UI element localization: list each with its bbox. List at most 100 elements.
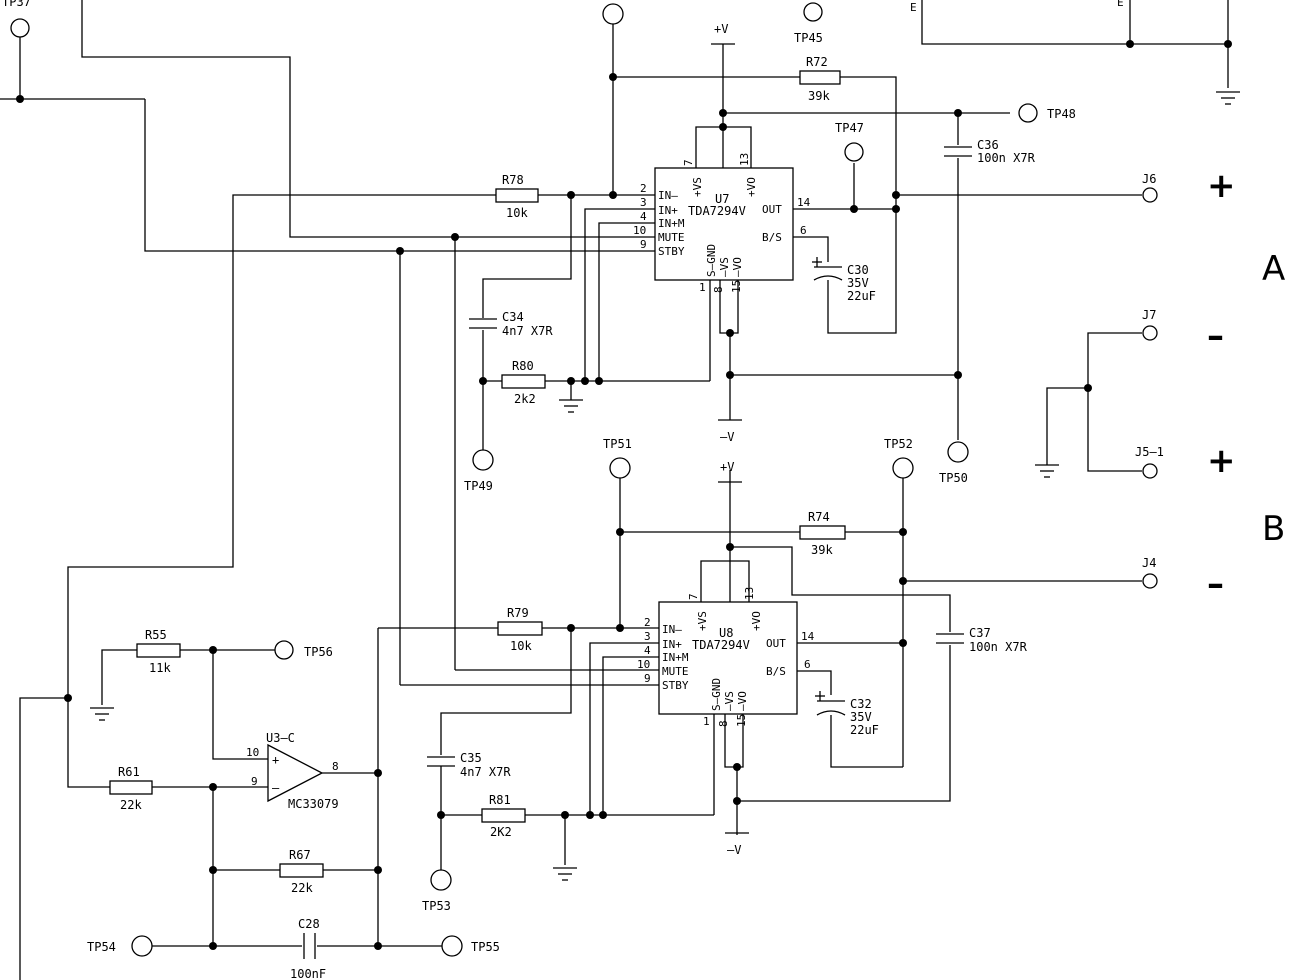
pin-label: OUT (766, 637, 786, 650)
supply-neg-b: –V (727, 843, 741, 857)
polarity-plus: + (1207, 166, 1236, 206)
test-point-label: TP54 (87, 940, 116, 954)
junction-dot (609, 191, 617, 199)
ic-u7-ref: U7 (715, 192, 729, 206)
ground-symbols (90, 91, 1240, 881)
pin-number: 9 (644, 672, 651, 685)
test-point-tp48[interactable] (1018, 103, 1038, 123)
connector-j7[interactable] (1142, 325, 1158, 341)
capacitor-value: 100nF (290, 967, 326, 980)
opamp-minus-sign: – (272, 781, 280, 795)
ic-u7: U7 TDA7294V IN– IN+ IN+M MUTE STBY OUT B… (633, 153, 811, 294)
resistor-r67: R67 22k (279, 848, 324, 895)
pin-number: 14 (797, 196, 811, 209)
capacitor-ref: C28 (298, 917, 320, 931)
junction-dot (1224, 40, 1232, 48)
connector-j4[interactable] (1142, 573, 1158, 589)
capacitor-value: 4n7 X7R (502, 324, 553, 338)
test-point-tp55[interactable] (441, 935, 463, 957)
test-point-tp52[interactable] (892, 457, 914, 479)
connector-j5-1[interactable] (1142, 463, 1158, 479)
connector-j6[interactable] (1142, 187, 1158, 203)
pin-label: STBY (662, 679, 689, 692)
capacitor-value: 100n X7R (977, 151, 1036, 165)
resistor-r55: R55 11k (136, 628, 181, 675)
polarity-minus: – (1207, 316, 1224, 356)
pin-number: 13 (738, 153, 751, 166)
ground-icon (1216, 91, 1240, 105)
ground-icon (559, 399, 583, 413)
resistor-ref: R55 (145, 628, 167, 642)
junction-dot (599, 811, 607, 819)
edge-label: E (1117, 0, 1124, 9)
capacitor-c36: C36 100n X7R (944, 138, 1036, 165)
test-point-tp53[interactable] (430, 869, 452, 891)
resistor-value: 22k (120, 798, 142, 812)
junction-dot (733, 797, 741, 805)
capacitor-ref: C36 (977, 138, 999, 152)
resistor-ref: R72 (806, 55, 828, 69)
capacitor-value: 22uF (847, 289, 876, 303)
junction-dot (719, 109, 727, 117)
junction-dot (209, 646, 217, 654)
junction-dot (899, 639, 907, 647)
test-point-label: TP52 (884, 437, 913, 451)
junction-dot (616, 528, 624, 536)
test-point-tp51[interactable] (609, 457, 631, 479)
capacitor-ref: C35 (460, 751, 482, 765)
junction-dot (899, 528, 907, 536)
test-point-tp47[interactable] (844, 142, 864, 162)
pin-number: 4 (644, 644, 651, 657)
junction-dot (726, 371, 734, 379)
junction-dot (726, 329, 734, 337)
resistor-ref: R61 (118, 765, 140, 779)
resistor-r79: R79 10k (497, 606, 543, 653)
supply-neg-a: –V (720, 430, 734, 444)
pin-number: 10 (637, 658, 650, 671)
test-point-tp37[interactable] (10, 18, 30, 38)
pin-label: +VS (691, 177, 704, 197)
pin-number: 2 (640, 182, 647, 195)
opamp-plus-sign: + (272, 753, 279, 767)
resistor-ref: R74 (808, 510, 830, 524)
junction-dot (374, 942, 382, 950)
test-point-tp46[interactable] (602, 3, 624, 25)
pin-number: 3 (640, 196, 647, 209)
resistor-value: 39k (808, 89, 830, 103)
ground-icon (90, 707, 114, 721)
test-point-tp45[interactable] (803, 2, 823, 22)
resistor-r78: R78 10k (495, 173, 539, 220)
test-point-label: TP50 (939, 471, 968, 485)
resistor-r80: R80 2k2 (501, 359, 546, 406)
junction-dot (1084, 384, 1092, 392)
pin-number: 9 (640, 238, 647, 251)
pin-number: 15 (730, 280, 743, 293)
junction-dot (892, 191, 900, 199)
connectors: J6 J7 J5–1 J4 (1135, 172, 1164, 589)
pin-label: –VS (723, 691, 736, 711)
pin-number: 1 (703, 715, 710, 728)
junction-dot (733, 763, 741, 771)
test-point-tp56[interactable] (274, 640, 294, 660)
connector-label: J5–1 (1135, 445, 1164, 459)
pin-number: 8 (332, 760, 339, 773)
pin-number: 14 (801, 630, 815, 643)
capacitor-value: 100n X7R (969, 640, 1028, 654)
connector-label: J7 (1142, 308, 1156, 322)
test-point-tp50[interactable] (947, 441, 969, 463)
pin-label: S–GND (705, 244, 718, 277)
junction-dot (437, 811, 445, 819)
pin-label: –VO (731, 257, 744, 277)
resistor-value: 2k2 (514, 392, 536, 406)
capacitor-ref: C34 (502, 310, 524, 324)
capacitor-c32: C32 35V 22uF (815, 691, 879, 737)
test-point-label: TP49 (464, 479, 493, 493)
pin-number: 3 (644, 630, 651, 643)
ground-icon (1035, 464, 1059, 478)
pin-number: 2 (644, 616, 651, 629)
connector-label: J4 (1142, 556, 1156, 570)
test-point-tp54[interactable] (131, 935, 153, 957)
resistor-value: 22k (291, 881, 313, 895)
test-point-tp49[interactable] (472, 449, 494, 471)
pin-number: 15 (735, 714, 748, 727)
